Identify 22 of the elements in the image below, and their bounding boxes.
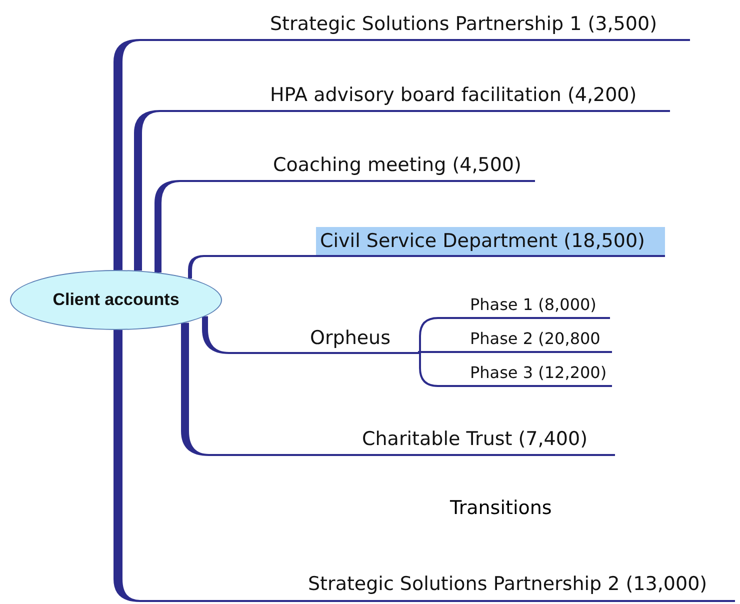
branch-line	[114, 330, 735, 602]
branch-line	[418, 351, 612, 353]
branch-label: HPA advisory board facilitation (4,200)	[270, 83, 670, 107]
branch-line	[114, 39, 690, 270]
branch-label: Charitable Trust (7,400)	[362, 427, 615, 451]
branch-label: Phase 3 (12,200)	[470, 362, 612, 384]
branch-line	[134, 110, 670, 271]
branch-line	[419, 317, 610, 353]
branch-line	[202, 316, 420, 354]
branch-label: Orpheus	[310, 326, 420, 350]
highlighted-branch-label: Civil Service Department (18,500)	[316, 227, 665, 255]
branch-line	[419, 353, 612, 387]
branch-line	[181, 322, 615, 456]
branch-label: Strategic Solutions Partnership 1 (3,500)	[270, 12, 690, 36]
topic-ellipse: Client accounts	[10, 270, 222, 330]
branch-line	[188, 255, 665, 279]
branch-label: Phase 2 (20,800	[470, 328, 612, 350]
branch-label: Coaching meeting (4,500)	[273, 153, 535, 177]
note-text: Transitions	[450, 497, 552, 519]
branch-label: Phase 1 (8,000)	[470, 294, 610, 316]
branch-line	[154, 180, 535, 272]
branch-label: Strategic Solutions Partnership 2 (13,000)	[308, 572, 735, 596]
